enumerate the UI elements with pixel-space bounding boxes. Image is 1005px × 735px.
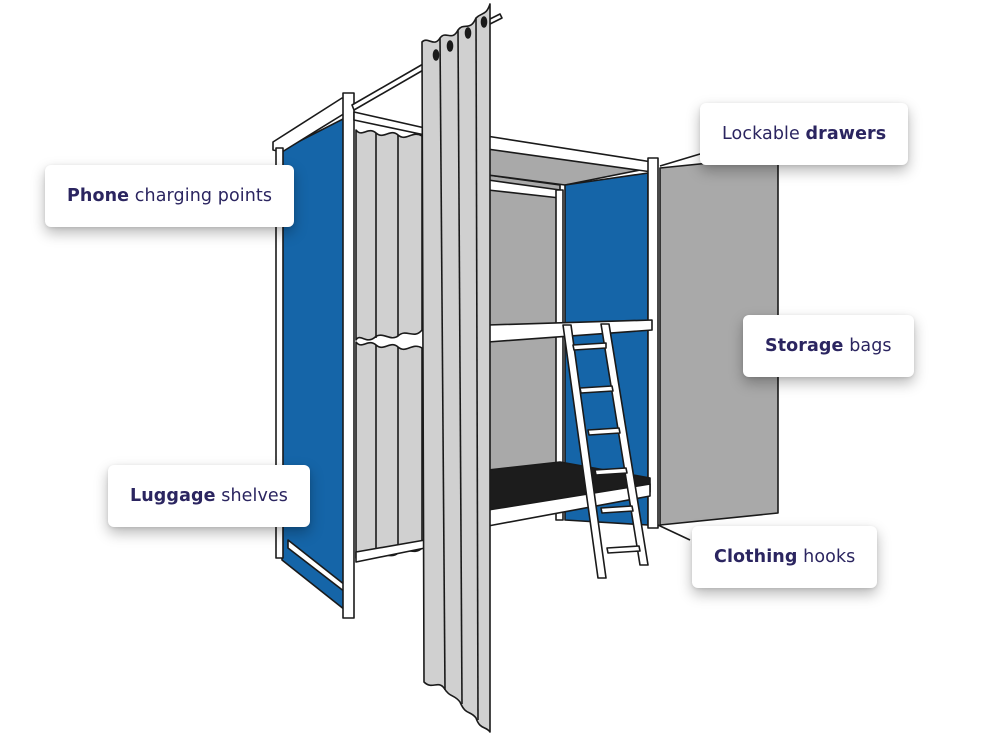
callout-bold-text: Phone xyxy=(67,186,130,206)
left-front-post xyxy=(342,92,355,619)
ladder xyxy=(562,323,649,579)
front-curtain xyxy=(421,3,491,733)
callout-phone-charging-points: Phone charging points xyxy=(45,165,295,227)
callout-bold-text: Clothing xyxy=(714,547,798,567)
callout-bold-text: Luggage xyxy=(130,486,216,506)
callout-storage-bags: Storage bags xyxy=(743,315,914,377)
callout-luggage-shelves: Luggage shelves xyxy=(108,465,311,527)
callout-text: hooks xyxy=(797,547,856,567)
inner-post xyxy=(555,189,564,521)
callout-bold-text: drawers xyxy=(805,124,887,144)
left-rear-post xyxy=(275,147,284,559)
curtain-grommets xyxy=(432,16,488,61)
floor-line xyxy=(657,524,691,541)
callout-lockable-drawers: Lockable drawers xyxy=(700,103,909,165)
callout-clothing-hooks: Clothing hooks xyxy=(692,526,878,588)
callout-text: shelves xyxy=(215,486,289,506)
callout-text: bags xyxy=(843,336,892,356)
callout-text: Lockable xyxy=(722,124,806,144)
callout-text: charging points xyxy=(129,186,273,206)
callout-bold-text: Storage xyxy=(765,336,844,356)
gathered-curtain xyxy=(355,129,423,559)
front-right-post xyxy=(647,157,659,529)
curtain-rod xyxy=(351,59,433,111)
